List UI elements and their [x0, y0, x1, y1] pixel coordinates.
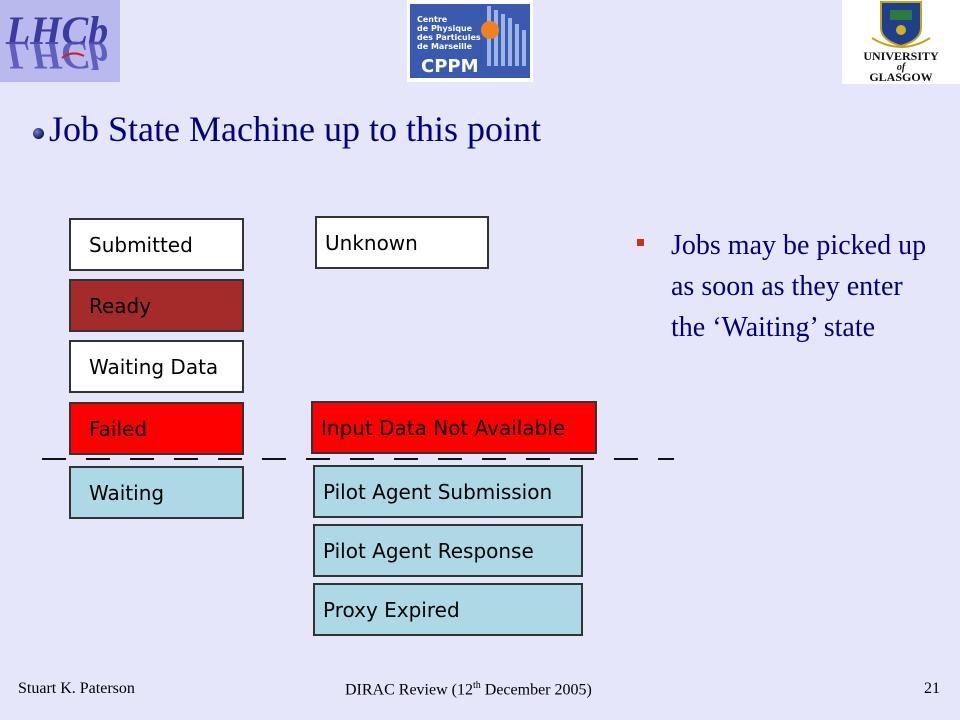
- svg-text:CPPM: CPPM: [421, 56, 479, 77]
- state-ready: Ready: [69, 279, 244, 332]
- state-pilot-agent-submission: Pilot Agent Submission: [313, 465, 583, 518]
- svg-text:of: of: [897, 62, 907, 73]
- svg-text:de Physique: de Physique: [417, 24, 473, 33]
- state-failed: Failed: [69, 402, 244, 455]
- state-waiting: Waiting: [69, 466, 244, 519]
- state-pilot-agent-response: Pilot Agent Response: [313, 524, 583, 577]
- svg-text:UNIVERSITY: UNIVERSITY: [863, 49, 939, 63]
- title-bullet-icon: [33, 128, 44, 139]
- cppm-logo: Centre de Physique des Particules de Mar…: [407, 0, 533, 82]
- svg-text:de Marseille: de Marseille: [417, 42, 473, 51]
- svg-text:des Particules: des Particules: [417, 33, 481, 42]
- svg-text:Centre: Centre: [417, 15, 448, 24]
- state-proxy-expired: Proxy Expired: [313, 583, 583, 636]
- dashed-separator: [42, 458, 674, 460]
- footer-author: Stuart K. Paterson: [18, 680, 135, 697]
- svg-text:GLASGOW: GLASGOW: [869, 70, 932, 84]
- slide-title: Job State Machine up to this point: [49, 109, 541, 149]
- svg-text:LHCb: LHCb: [5, 33, 108, 78]
- state-unknown: Unknown: [315, 216, 489, 269]
- footer-page-number: 21: [924, 680, 940, 697]
- bullet-text: Jobs may be picked up as soon as they en…: [671, 230, 927, 343]
- state-input-data-not-available: Input Data Not Available: [311, 401, 597, 454]
- state-waiting-data: Waiting Data: [69, 340, 244, 393]
- square-bullet-icon: [637, 239, 644, 246]
- state-submitted: Submitted: [69, 218, 244, 271]
- university-of-glasgow-logo: UNIVERSITY of GLASGOW: [842, 0, 960, 84]
- svg-text:LHCb: LHCb: [5, 8, 108, 53]
- footer-event: DIRAC Review (12th December 2005): [345, 680, 592, 699]
- lhcb-logo: LHCb LHCb: [0, 0, 120, 82]
